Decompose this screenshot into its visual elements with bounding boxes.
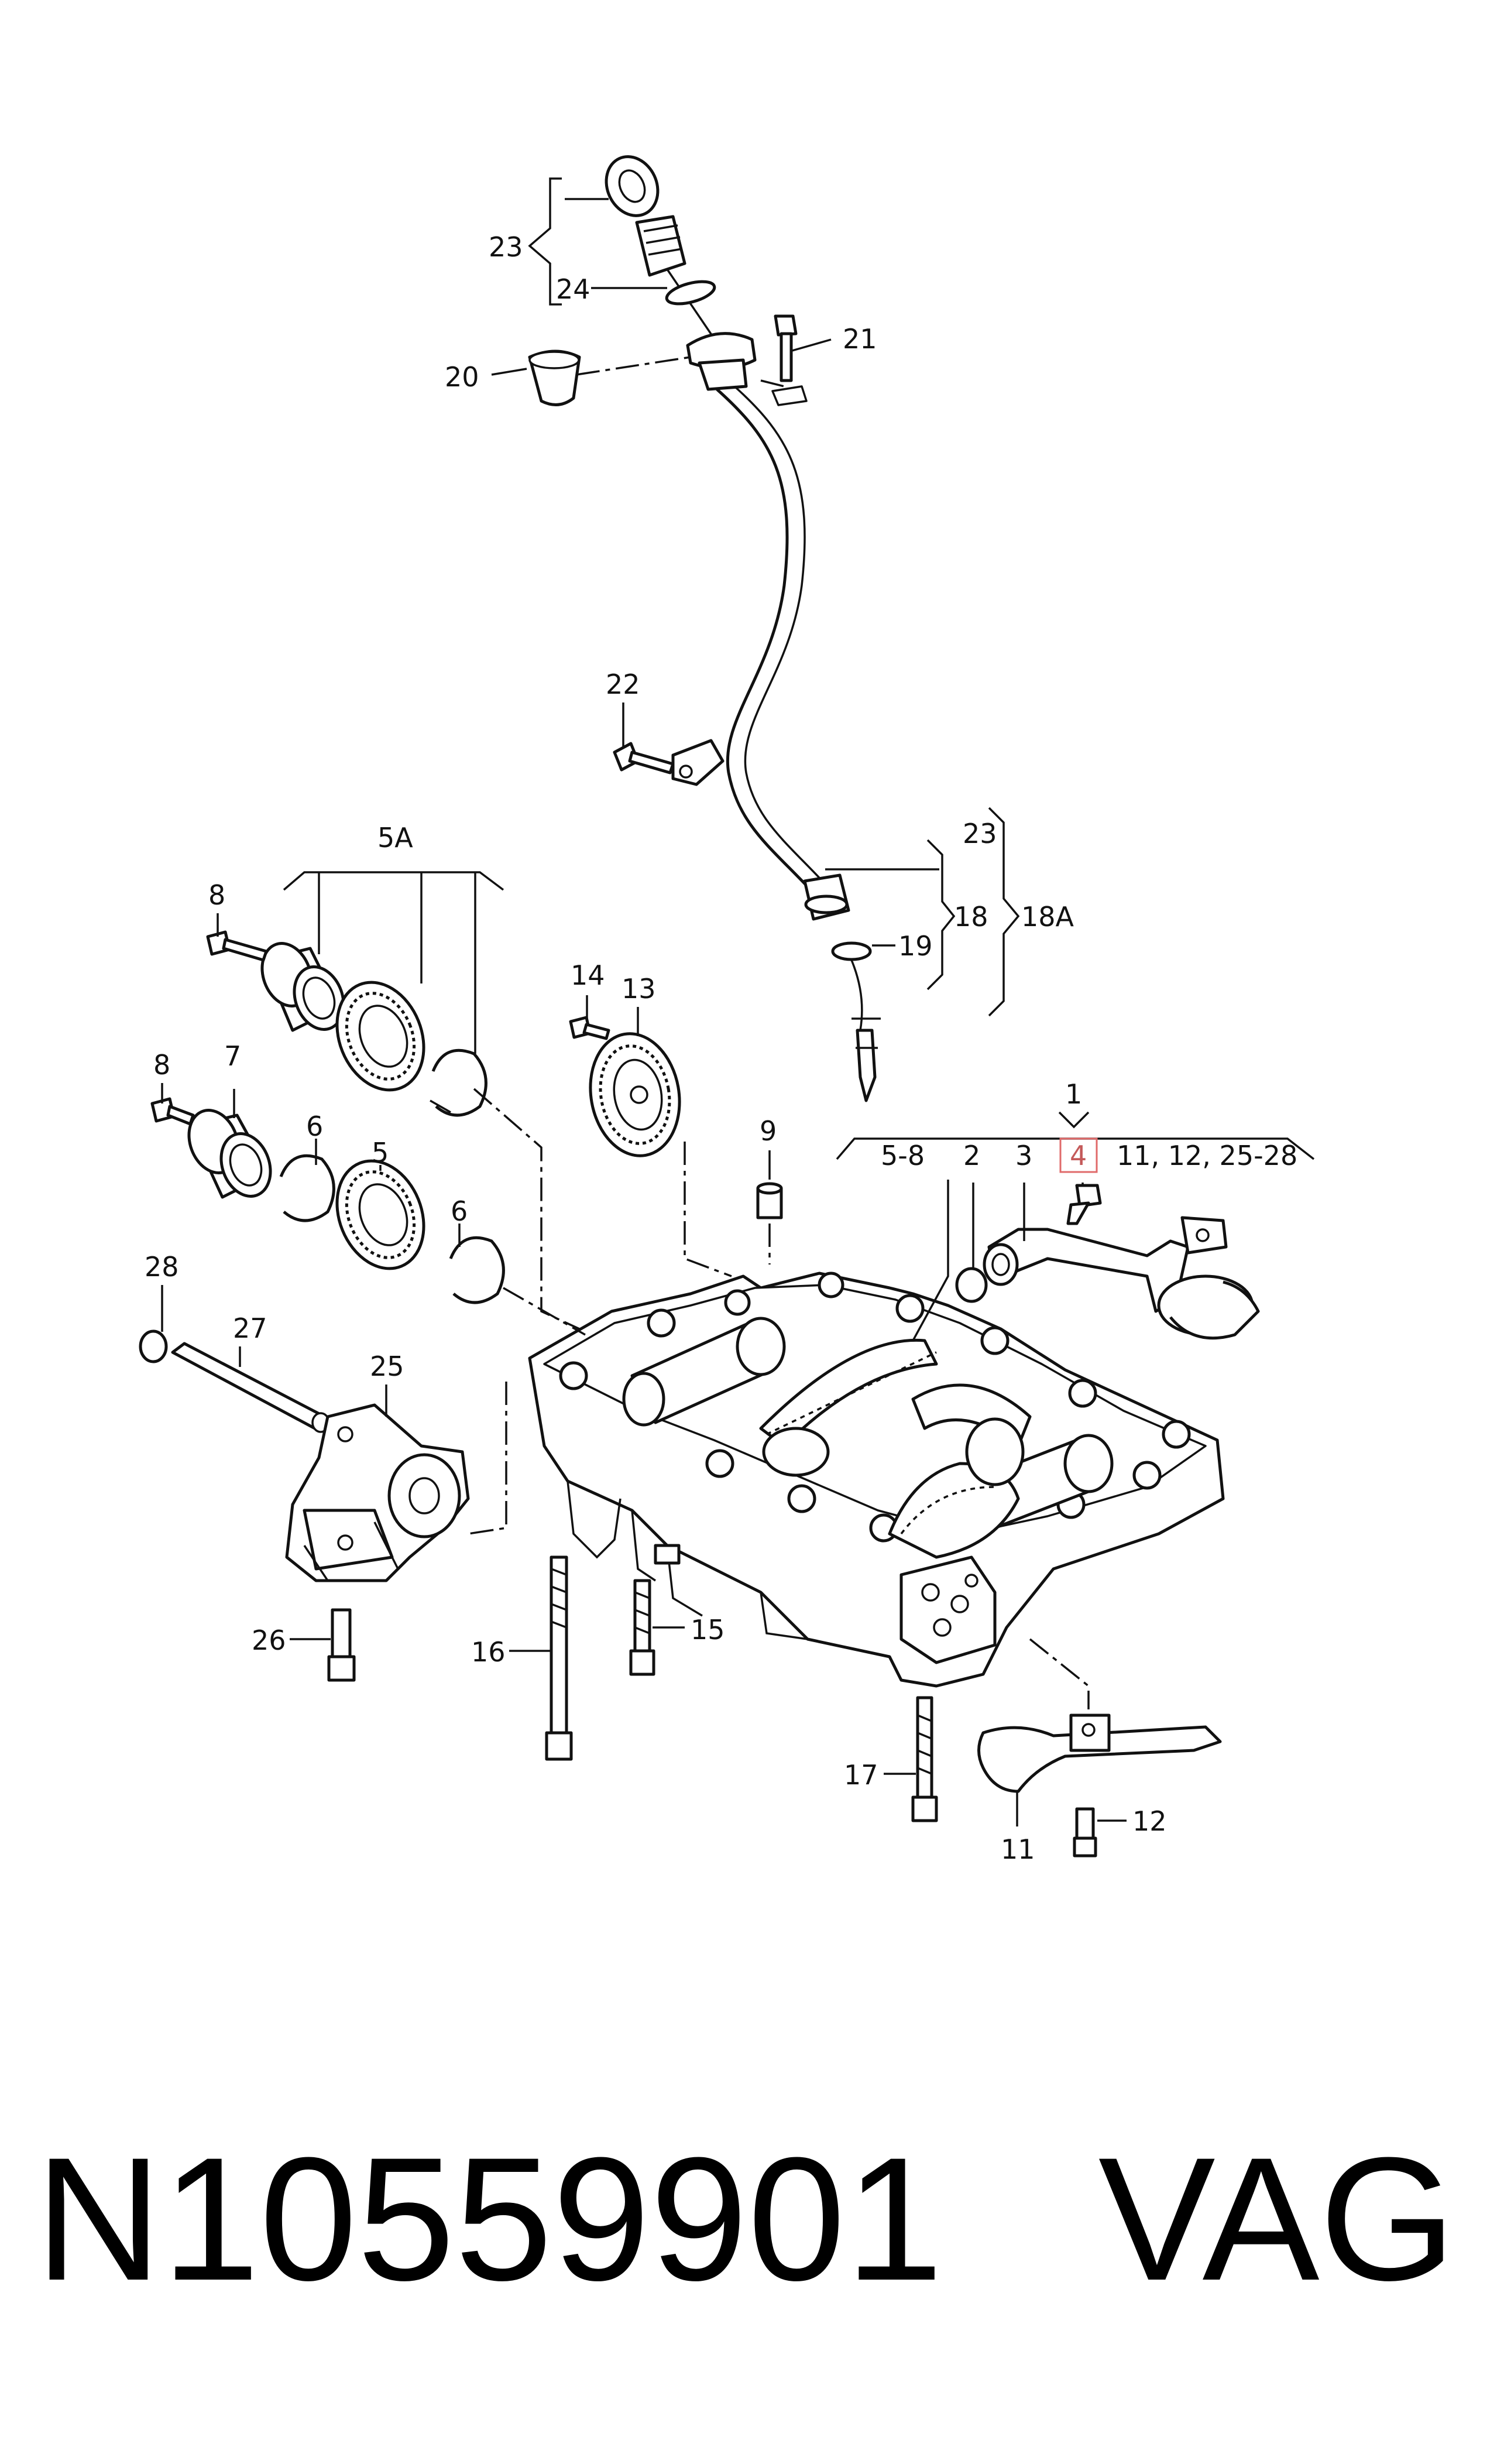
balance-shaft-gears: [150, 930, 681, 1304]
callout-8-bottom: 8: [153, 1049, 170, 1081]
callout-21: 21: [843, 323, 877, 355]
dipstick-assembly: [528, 155, 881, 1102]
part-number: N10559901: [35, 2120, 943, 2317]
callout-3: 3: [1015, 1140, 1032, 1171]
callout-23-top: 23: [489, 231, 523, 263]
callout-4-highlight-box: [1059, 1137, 1098, 1173]
oil-pump-assembly: [139, 1329, 470, 1682]
callout-17: 17: [844, 1759, 878, 1791]
callout-25: 25: [370, 1351, 404, 1382]
callout-28: 28: [145, 1251, 179, 1283]
callout-22: 22: [606, 669, 640, 700]
callout-11-group: 11, 12, 25-28: [1117, 1140, 1297, 1171]
callout-6-right: 6: [451, 1195, 468, 1227]
callout-1: 1: [1065, 1078, 1082, 1110]
callout-26: 26: [252, 1625, 286, 1656]
callout-8-top: 8: [208, 879, 225, 911]
callout-18: 18: [954, 901, 988, 933]
callout-11: 11: [1001, 1834, 1035, 1865]
leader-lines: [161, 177, 1315, 1826]
balance-shaft-housing: [528, 1182, 1225, 1688]
callout-18A: 18A: [1021, 901, 1074, 933]
callout-13: 13: [622, 973, 656, 1005]
callout-7: 7: [224, 1040, 241, 1072]
callout-20: 20: [445, 361, 479, 393]
callout-24: 24: [556, 273, 590, 305]
callout-12: 12: [1132, 1805, 1167, 1837]
assembly-centerlines: [468, 356, 1090, 1709]
callout-6-left: 6: [306, 1111, 323, 1142]
callout-16: 16: [471, 1636, 506, 1668]
callout-9: 9: [760, 1115, 777, 1147]
callout-15: 15: [691, 1614, 725, 1646]
intake-pipe: [911, 1184, 1260, 1858]
callout-2: 2: [963, 1140, 980, 1171]
callout-14: 14: [571, 959, 605, 991]
callout-5-8: 5-8: [881, 1140, 925, 1171]
housing-bolts: [545, 1544, 681, 1761]
callout-19: 19: [898, 930, 933, 962]
callout-4: 4: [1070, 1140, 1087, 1171]
callout-23-mid: 23: [963, 818, 997, 849]
callout-labels: 23 24 21 20 22 23 18 18A 19 5A 8 8 7 6 5…: [145, 231, 1297, 1865]
callout-27: 27: [233, 1312, 267, 1344]
brand-name: VAG: [1098, 2120, 1456, 2317]
callout-5A: 5A: [377, 822, 413, 854]
callout-5: 5: [372, 1137, 389, 1168]
